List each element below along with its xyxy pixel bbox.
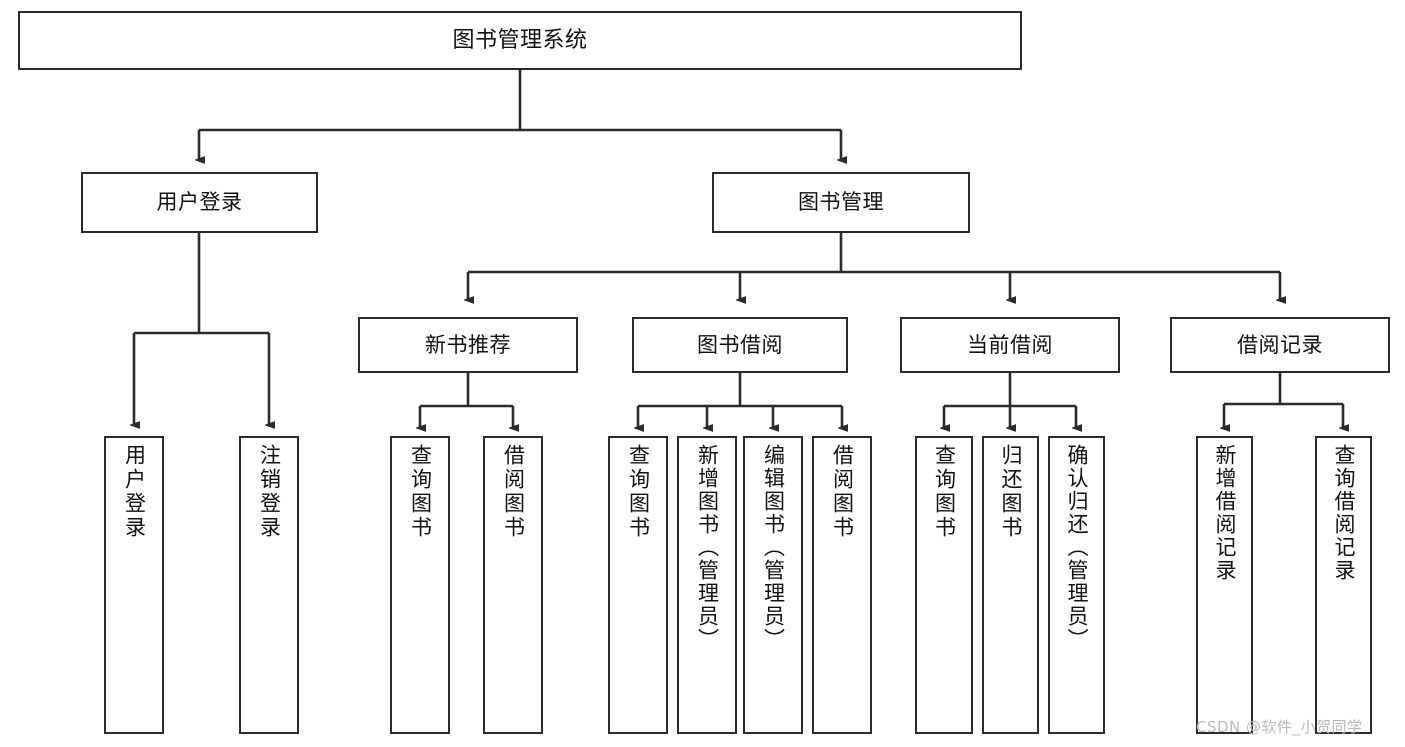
node-label: 查询借阅记录 (1332, 444, 1356, 582)
node-leaf-user-login[interactable]: 用户登录 (104, 436, 164, 734)
node-book-borrow[interactable]: 图书借阅 (632, 317, 848, 373)
node-leaf-return-book[interactable]: 归还图书 (982, 436, 1039, 734)
node-borrow-record[interactable]: 借阅记录 (1170, 317, 1390, 373)
node-label: 新增借阅记录 (1213, 444, 1237, 582)
node-leaf-query-book-current[interactable]: 查询图书 (915, 436, 973, 734)
node-label: 用户登录 (122, 444, 147, 540)
node-new-book-recommend[interactable]: 新书推荐 (358, 317, 578, 373)
node-current-borrow[interactable]: 当前借阅 (900, 317, 1120, 373)
node-leaf-user-logout[interactable]: 注销登录 (239, 436, 299, 734)
node-leaf-query-book-new[interactable]: 查询图书 (390, 436, 450, 734)
node-leaf-confirm-return-admin[interactable]: 确认归还（管理员） (1048, 436, 1105, 734)
node-label: 借阅记录 (1237, 332, 1323, 357)
node-root-system[interactable]: 图书管理系统 (18, 11, 1022, 70)
node-label: 当前借阅 (967, 332, 1053, 357)
node-label: 新增图书（管理员） (695, 444, 720, 651)
node-leaf-query-book-borrow[interactable]: 查询图书 (608, 436, 668, 734)
node-label: 用户登录 (156, 190, 243, 215)
node-label: 借阅图书 (830, 444, 855, 540)
node-label: 确认归还（管理员） (1065, 444, 1089, 651)
node-leaf-query-borrow-record[interactable]: 查询借阅记录 (1315, 436, 1372, 734)
node-leaf-edit-book-admin[interactable]: 编辑图书（管理员） (743, 436, 803, 734)
node-label: 图书管理系统 (452, 27, 588, 53)
node-leaf-borrow-book-new[interactable]: 借阅图书 (483, 436, 543, 734)
node-book-management[interactable]: 图书管理 (712, 172, 970, 233)
node-label: 图书借阅 (697, 332, 783, 357)
node-leaf-borrow-book[interactable]: 借阅图书 (812, 436, 872, 734)
node-label: 归还图书 (999, 444, 1023, 540)
node-label: 查询图书 (932, 444, 957, 540)
node-label: 图书管理 (798, 190, 884, 215)
node-label: 查询图书 (408, 444, 433, 540)
node-leaf-add-book-admin[interactable]: 新增图书（管理员） (677, 436, 737, 734)
node-leaf-add-borrow-record[interactable]: 新增借阅记录 (1196, 436, 1253, 734)
node-label: 借阅图书 (501, 444, 526, 540)
node-label: 编辑图书（管理员） (761, 444, 786, 651)
node-user-login[interactable]: 用户登录 (81, 172, 318, 233)
node-label: 注销登录 (257, 444, 282, 540)
node-label: 新书推荐 (425, 332, 511, 357)
csdn-watermark: CSDN @软件_小贺同学 (1196, 718, 1363, 736)
node-label: 查询图书 (626, 444, 651, 540)
